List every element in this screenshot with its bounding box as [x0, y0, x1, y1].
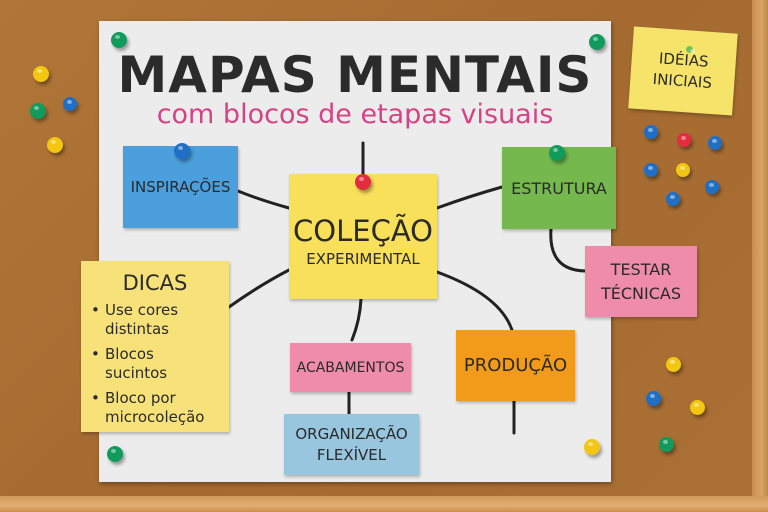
note-producao[interactable]: PRODUÇÃO: [456, 330, 575, 401]
paper-sheet: MAPAS MENTAIS com blocos de etapas visua…: [99, 21, 611, 482]
note-line: FLEXÍVEL: [316, 445, 387, 464]
pushpin-yellow: [676, 163, 690, 177]
note-label: ESTRUTURA: [511, 178, 607, 198]
note-line: TESTAR: [610, 259, 672, 279]
pushpin-green: [111, 32, 127, 48]
tip-item: Use cores distintas: [91, 301, 216, 339]
note-subtitle: EXPERIMENTAL: [306, 249, 420, 268]
page-title: MAPAS MENTAIS: [117, 46, 593, 104]
pushpin-red: [355, 174, 371, 190]
note-line: INICIAIS: [652, 69, 713, 93]
pushpin-red: [677, 133, 691, 147]
pushpin-green: [659, 437, 674, 452]
note-line: ORGANIZAÇÃO: [295, 424, 408, 443]
note-title: COLEÇÃO: [293, 213, 433, 248]
pushpin-green: [30, 103, 46, 119]
tip-item: Blocos sucintos: [91, 345, 216, 383]
note-organizacao-flexivel[interactable]: ORGANIZAÇÃO FLEXÍVEL: [284, 414, 419, 475]
wood-frame-right: [752, 0, 768, 512]
pushpin-green: [549, 145, 565, 161]
pushpin-yellow: [47, 137, 63, 153]
note-label: PRODUÇÃO: [463, 355, 568, 376]
page-subtitle: com blocos de etapas visuais: [156, 99, 554, 130]
wood-frame-bottom: [0, 496, 768, 512]
pushpin-blue: [644, 125, 658, 139]
pushpin-green: [686, 46, 695, 53]
pushpin-blue: [644, 163, 658, 177]
note-central-colecao[interactable]: COLEÇÃO EXPERIMENTAL: [289, 174, 437, 299]
note-title: DICAS: [122, 271, 188, 295]
note-label: INSPIRAÇÕES: [130, 178, 231, 196]
pushpin-blue: [705, 180, 719, 194]
note-label: ACABAMENTOS: [296, 359, 405, 376]
note-line: TÉCNICAS: [600, 283, 681, 303]
pushpin-blue: [666, 192, 680, 206]
pushpin-green: [589, 34, 605, 50]
pushpin-blue: [174, 143, 190, 159]
note-testar-tecnicas[interactable]: TESTAR TÉCNICAS: [585, 246, 697, 317]
note-ideias-iniciais[interactable]: IDÉIAS INICIAIS: [628, 26, 738, 116]
pushpin-yellow: [584, 439, 600, 455]
tips-list: Use cores distintas Blocos sucintos Bloc…: [91, 301, 216, 433]
pushpin-yellow: [33, 66, 49, 82]
pushpin-yellow: [666, 357, 681, 372]
note-acabamentos[interactable]: ACABAMENTOS: [290, 343, 411, 392]
pushpin-blue: [63, 97, 77, 111]
pushpin-green: [107, 446, 123, 462]
note-dicas[interactable]: DICAS Use cores distintas Blocos sucinto…: [81, 261, 229, 432]
pushpin-blue: [646, 391, 661, 406]
tip-item: Bloco por microcoleção: [91, 389, 216, 427]
note-inspiracoes[interactable]: INSPIRAÇÕES: [123, 146, 238, 228]
pushpin-blue: [708, 136, 722, 150]
pushpin-yellow: [690, 400, 705, 415]
